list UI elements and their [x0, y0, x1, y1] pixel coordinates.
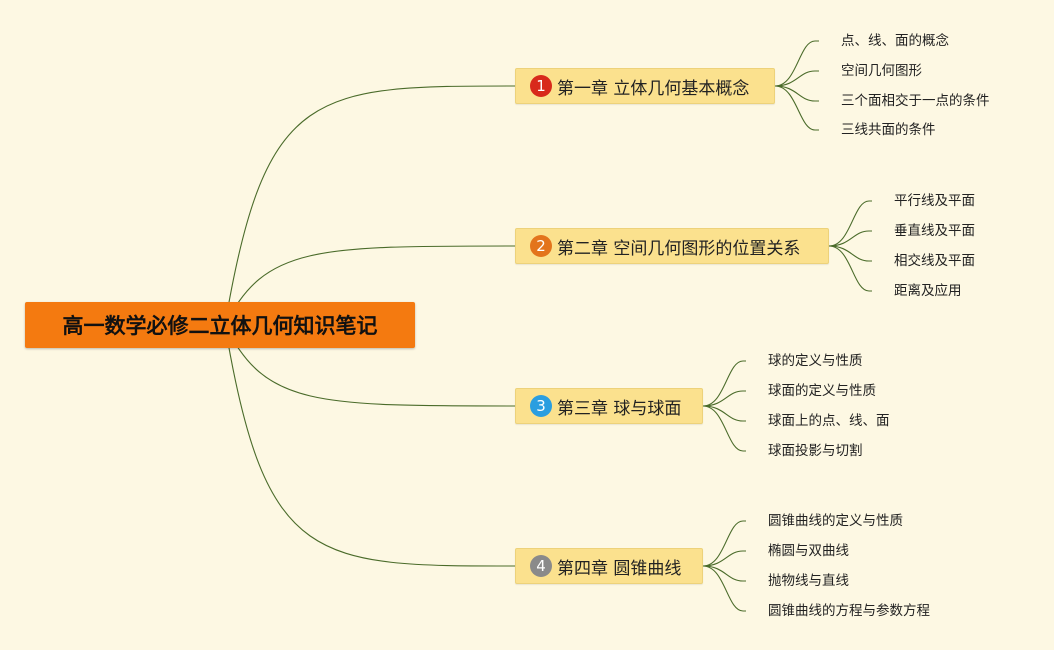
chapter-3-leaf-1-line [702, 360, 746, 407]
chapter-4-leaf-1-line [702, 520, 746, 567]
chapter-1-number-badge: 1 [530, 75, 552, 97]
chapter-2-label: 第二章 空间几何图形的位置关系 [557, 238, 801, 259]
chapter-4-number-badge: 4 [530, 555, 552, 577]
chapter-2-subtopic-1[interactable]: 平行线及平面 [894, 193, 975, 209]
chapter-1-leaf-4-line [774, 85, 819, 131]
chapter-1-leaf-3-line [774, 85, 819, 102]
chapter-1-subtopic-3[interactable]: 三个面相交于一点的条件 [841, 93, 990, 109]
chapter-1-subtopic-4[interactable]: 三线共面的条件 [841, 122, 936, 138]
chapter-3-subtopic-4[interactable]: 球面投影与切割 [768, 443, 863, 459]
chapter-2-subtopic-3[interactable]: 相交线及平面 [894, 253, 975, 269]
root-to-chapter-1-line [224, 85, 516, 326]
chapter-1-subtopic-2[interactable]: 空间几何图形 [841, 63, 922, 79]
chapter-2-subtopic-4[interactable]: 距离及应用 [894, 283, 962, 299]
chapter-3-label: 第三章 球与球面 [557, 398, 682, 419]
root-to-chapter-3-line [224, 324, 516, 407]
chapter-4-subtopic-1[interactable]: 圆锥曲线的定义与性质 [768, 513, 903, 529]
chapter-4-leaf-3-line [702, 565, 746, 582]
chapter-1-leaf-1-line [774, 40, 819, 87]
chapter-3-number-badge: 3 [530, 395, 552, 417]
root-topic[interactable]: 高一数学必修二立体几何知识笔记 [25, 302, 415, 348]
chapter-2-leaf-4-line [828, 245, 872, 292]
chapter-2-subtopic-2[interactable]: 垂直线及平面 [894, 223, 975, 239]
chapter-3-subtopic-1[interactable]: 球的定义与性质 [768, 353, 863, 369]
chapter-4-leaf-4-line [702, 565, 746, 612]
chapter-3-leaf-3-line [702, 405, 746, 422]
chapter-2-number-badge: 2 [530, 235, 552, 257]
chapter-3-leaf-4-line [702, 405, 746, 452]
chapter-2-leaf-3-line [828, 245, 872, 262]
chapter-1-subtopic-1[interactable]: 点、线、面的概念 [841, 33, 949, 49]
chapter-4-leaf-2-line [702, 550, 746, 567]
chapter-4-subtopic-3[interactable]: 抛物线与直线 [768, 573, 849, 589]
chapter-3-subtopic-2[interactable]: 球面的定义与性质 [768, 383, 876, 399]
chapter-4-subtopic-2[interactable]: 椭圆与双曲线 [768, 543, 849, 559]
root-to-chapter-4-line [224, 324, 516, 567]
chapter-4-label: 第四章 圆锥曲线 [557, 558, 682, 579]
chapter-2-leaf-1-line [828, 200, 872, 247]
chapter-4-subtopic-4[interactable]: 圆锥曲线的方程与参数方程 [768, 603, 930, 619]
chapter-3-subtopic-3[interactable]: 球面上的点、线、面 [768, 413, 890, 429]
chapter-3-leaf-2-line [702, 390, 746, 407]
root-to-chapter-2-line [224, 245, 516, 326]
chapter-2-leaf-2-line [828, 230, 872, 247]
chapter-1-label: 第一章 立体几何基本概念 [557, 78, 750, 99]
chapter-1-leaf-2-line [774, 70, 819, 87]
root-title: 高一数学必修二立体几何知识笔记 [62, 314, 378, 338]
